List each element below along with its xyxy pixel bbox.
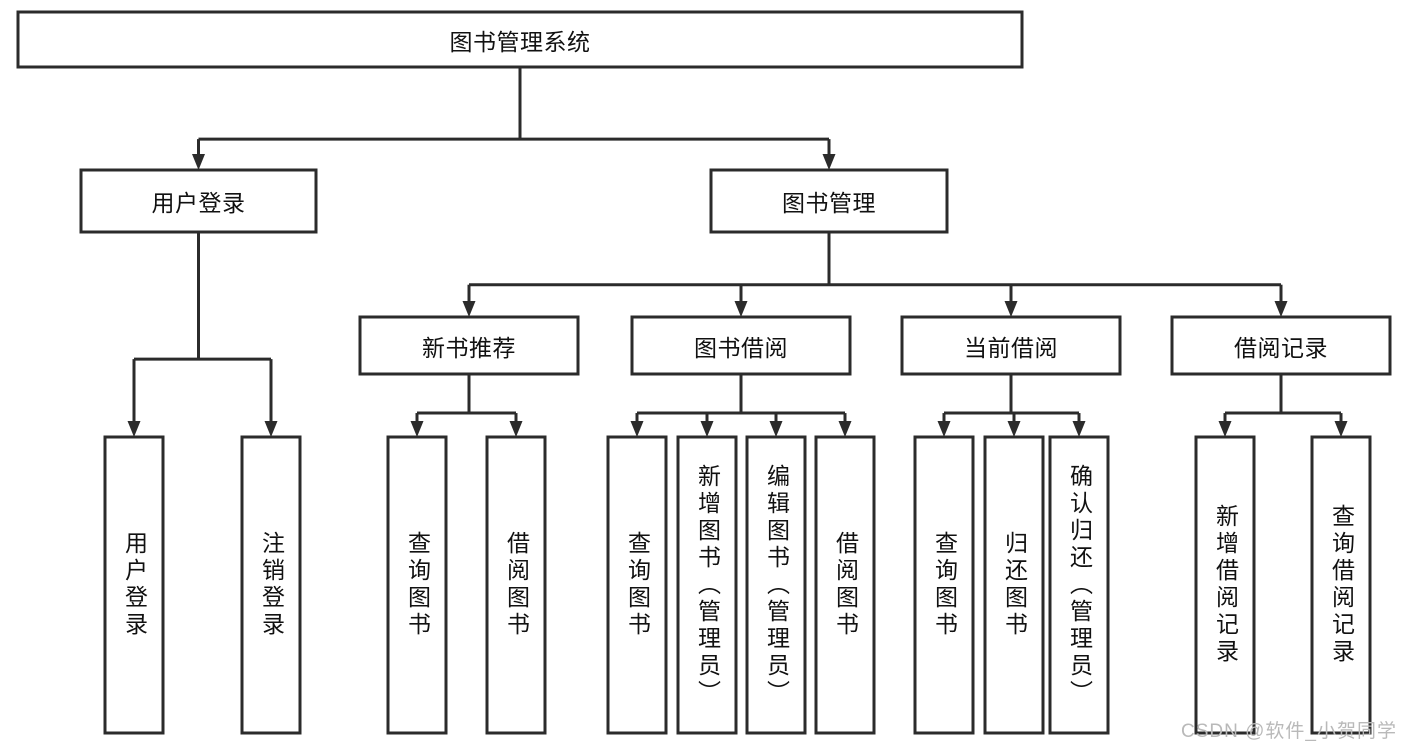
- arrow-head-leaf_11: [1218, 421, 1232, 437]
- arrow-head-l3_2: [1004, 301, 1018, 317]
- node-box-leaf_9[interactable]: [983, 435, 1045, 735]
- edges-layer: [127, 67, 1348, 437]
- node-box-leaf_2[interactable]: [386, 435, 448, 735]
- arrow-head-leaf_6: [769, 421, 783, 437]
- node-box-leaf_10[interactable]: [1048, 435, 1110, 735]
- node-box-l3_1[interactable]: [630, 315, 852, 376]
- arrow-head-leaf_10: [1072, 421, 1086, 437]
- arrow-head-l3_3: [1274, 301, 1288, 317]
- watermark: CSDN @软件_小贺同学: [1181, 721, 1397, 742]
- arrow-head-leaf_1: [264, 421, 278, 437]
- arrow-head-leaf_12: [1334, 421, 1348, 437]
- node-box-leaf_5[interactable]: [676, 435, 738, 735]
- boxes-layer: [16, 10, 1392, 735]
- node-box-l3_0[interactable]: [358, 315, 580, 376]
- arrow-head-l2_1: [822, 154, 836, 170]
- node-box-leaf_11[interactable]: [1194, 435, 1256, 735]
- node-box-leaf_3[interactable]: [485, 435, 547, 735]
- node-box-leaf_7[interactable]: [814, 435, 876, 735]
- node-box-leaf_0[interactable]: [103, 435, 165, 735]
- node-box-leaf_6[interactable]: [745, 435, 807, 735]
- arrow-head-leaf_4: [630, 421, 644, 437]
- arrow-head-leaf_0: [127, 421, 141, 437]
- arrow-head-leaf_2: [410, 421, 424, 437]
- node-box-leaf_12[interactable]: [1310, 435, 1372, 735]
- arrow-head-leaf_3: [509, 421, 523, 437]
- arrow-head-leaf_8: [937, 421, 951, 437]
- node-box-leaf_8[interactable]: [913, 435, 975, 735]
- arrow-head-l2_0: [192, 154, 205, 170]
- arrow-head-l3_1: [734, 301, 748, 317]
- arrow-head-leaf_7: [838, 421, 852, 437]
- node-box-l3_3[interactable]: [1170, 315, 1392, 376]
- node-box-leaf_4[interactable]: [606, 435, 668, 735]
- node-box-root[interactable]: [16, 10, 1024, 69]
- arrow-head-leaf_5: [700, 421, 714, 437]
- node-box-l2_1[interactable]: [709, 168, 949, 234]
- node-box-leaf_1[interactable]: [240, 435, 302, 735]
- node-box-l3_2[interactable]: [900, 315, 1122, 376]
- arrow-head-l3_0: [462, 301, 476, 317]
- node-box-l2_0[interactable]: [79, 168, 318, 234]
- arrow-head-leaf_9: [1007, 421, 1021, 437]
